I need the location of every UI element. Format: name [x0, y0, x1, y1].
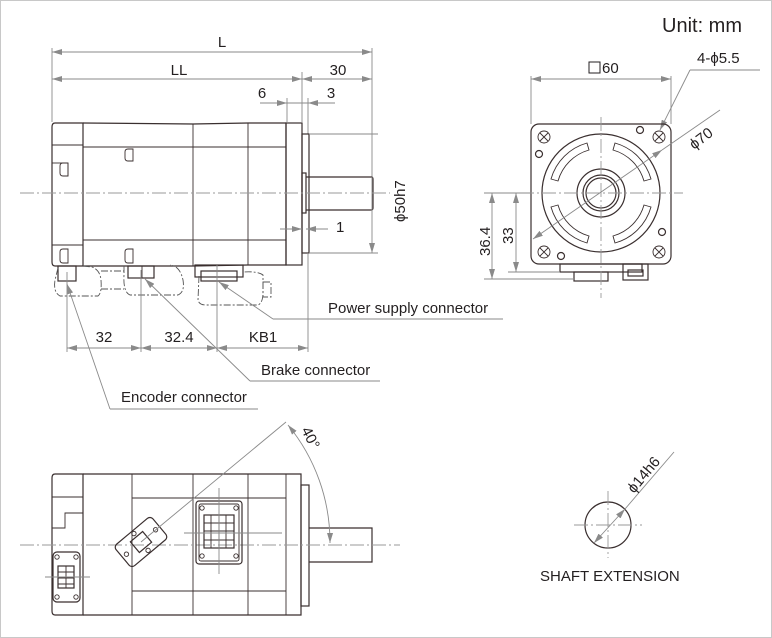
shaft-extension-view: ϕ14h6 SHAFT EXTENSION — [540, 451, 680, 585]
mounting-hole — [537, 130, 551, 144]
arc-slot — [550, 142, 590, 182]
side-view: L LL 30 6 3 — [20, 34, 503, 410]
screw-icon — [59, 248, 69, 264]
screw-icon — [59, 162, 69, 177]
encoder-plug-phantom — [54, 265, 102, 297]
callout-brake-connector: Brake connector — [261, 362, 370, 379]
screw-icon — [54, 594, 60, 600]
dim-label-pilot-diameter: ϕ50h7 — [392, 180, 409, 222]
arc-slot — [612, 204, 652, 244]
screw-icon — [131, 530, 137, 537]
screw-icon — [124, 248, 134, 264]
angle-arc — [287, 424, 334, 544]
dim-label-LL: LL — [171, 62, 188, 79]
leader-line — [659, 69, 691, 131]
socket-pins — [58, 566, 74, 588]
angle-leader — [140, 421, 287, 543]
tapped-hole — [657, 227, 667, 237]
mounting-hole-cross — [654, 132, 664, 142]
front-view: 60 4-ϕ5.5 — [477, 50, 760, 298]
dim-label-flange: 6 — [258, 85, 266, 102]
callout-encoder-connector: Encoder connector — [121, 389, 247, 406]
dim-line-pcd — [532, 149, 663, 240]
flange — [285, 122, 303, 266]
callout-power-connector: Power supply connector — [328, 300, 488, 317]
dim-label-height-outer: 36.4 — [477, 227, 494, 256]
leader-line — [218, 281, 274, 320]
dim-label-encoder: 32 — [96, 329, 113, 346]
dim-label-holes: 4-ϕ5.5 — [697, 50, 740, 67]
mounting-hole — [537, 245, 551, 259]
dim-label-power: KB1 — [249, 329, 277, 346]
mounting-hole-cross — [539, 247, 549, 257]
dim-label-pilot-gap: 1 — [336, 219, 344, 236]
dim-line-pcd — [661, 109, 721, 151]
dim-label-angle: 40° — [297, 424, 322, 452]
dim-label-square: 60 — [602, 60, 619, 77]
screw-icon — [145, 547, 151, 554]
dim-line-shaft-diameter — [624, 451, 675, 510]
dim-label-pilot-length: 3 — [327, 85, 335, 102]
screw-icon — [73, 594, 79, 600]
bottom-pilot — [300, 484, 310, 607]
tapped-hole — [556, 251, 566, 261]
power-plug-latch — [262, 281, 272, 298]
square-symbol-icon — [588, 61, 601, 74]
dim-line-shaft-diameter — [593, 508, 626, 544]
dim-label-height-inner: 33 — [500, 227, 517, 244]
screw-icon — [233, 505, 239, 511]
screw-icon — [123, 551, 130, 557]
unit-label: Unit: mm — [662, 15, 742, 37]
front-encoder-connector — [622, 263, 649, 281]
shaft-extension-title: SHAFT EXTENSION — [540, 568, 680, 585]
screw-icon — [124, 148, 134, 162]
leader-line — [144, 278, 251, 382]
mounting-hole-cross — [539, 132, 549, 142]
screw-icon — [199, 553, 205, 559]
tapped-hole — [534, 149, 544, 159]
shaft — [306, 176, 374, 211]
front-power-connector — [573, 271, 609, 282]
mounting-hole — [652, 130, 666, 144]
mounting-holes — [537, 130, 666, 259]
mounting-hole-cross — [654, 247, 664, 257]
tapped-hole — [635, 125, 645, 135]
power-connector-base — [194, 264, 244, 278]
dim-label-brake: 32.4 — [164, 329, 193, 346]
power-plug-phantom — [197, 271, 264, 306]
brake-plug-phantom — [123, 264, 184, 296]
dim-label-shaft-length: 30 — [330, 62, 347, 79]
dim-label-shaft-diameter: ϕ14h6 — [624, 454, 664, 497]
leader-line — [66, 283, 111, 410]
screw-icon — [54, 554, 60, 560]
body-line — [52, 512, 83, 529]
dim-label-pcd: ϕ70 — [686, 125, 716, 154]
screw-icon — [199, 505, 205, 511]
mounting-hole — [652, 245, 666, 259]
screw-icon — [233, 553, 239, 559]
encoder-cover — [51, 122, 84, 267]
bottom-encoder-cover — [51, 473, 84, 616]
front-encoder-latch — [627, 269, 644, 277]
arc-slot — [550, 204, 590, 244]
screw-icon — [73, 554, 79, 560]
bottom-view: 40° — [20, 421, 400, 616]
motor-body — [82, 122, 287, 267]
power-connector — [200, 270, 238, 282]
dim-label-L: L — [218, 34, 226, 51]
